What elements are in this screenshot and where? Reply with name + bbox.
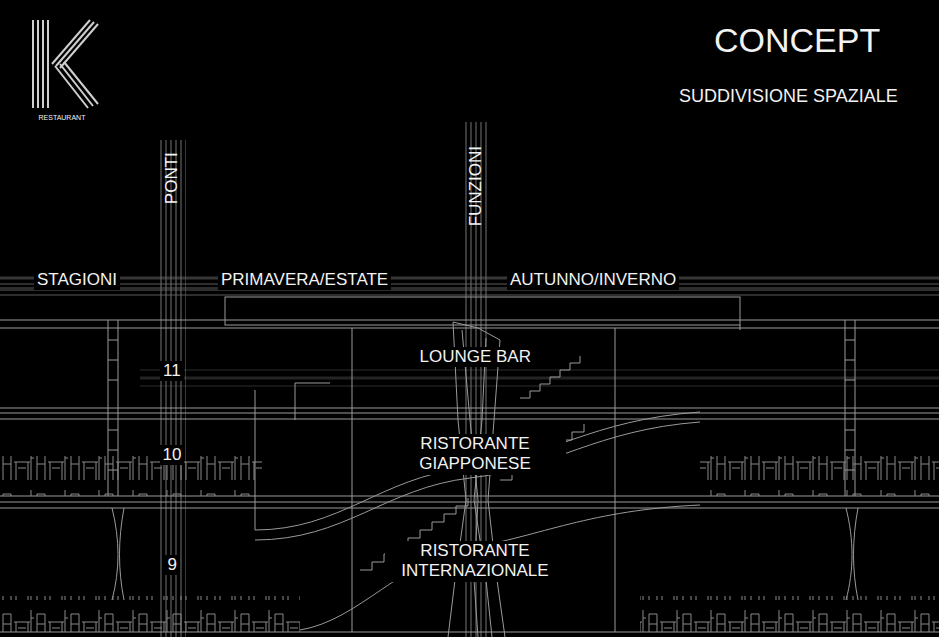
building-section	[0, 297, 939, 637]
floor-number: 9	[165, 555, 180, 575]
floor-number: 10	[160, 445, 185, 465]
axis-label: FUNZIONI	[466, 146, 486, 226]
logo-k	[33, 20, 98, 108]
title: CONCEPT	[714, 20, 880, 61]
floor-number: 11	[160, 361, 184, 381]
function-label: RISTORANTE GIAPPONESE	[385, 434, 566, 475]
furniture-row	[0, 596, 300, 632]
logo-caption: RESTAURANT	[39, 114, 86, 122]
axis-label: PONTI	[162, 152, 182, 204]
row-label: STAGIONI	[34, 270, 120, 290]
season-label: AUTUNNO/INVERNO	[507, 270, 679, 290]
function-label: RISTORANTE INTERNAZIONALE	[385, 541, 566, 582]
function-label: LOUNGE BAR	[417, 347, 534, 367]
furniture-row	[700, 456, 939, 496]
ponti-bar	[158, 140, 186, 637]
furniture-row	[640, 596, 939, 632]
season-label: PRIMAVERA/ESTATE	[218, 270, 391, 290]
furniture-row	[0, 456, 262, 496]
subtitle: SUDDIVISIONE SPAZIALE	[679, 86, 898, 108]
